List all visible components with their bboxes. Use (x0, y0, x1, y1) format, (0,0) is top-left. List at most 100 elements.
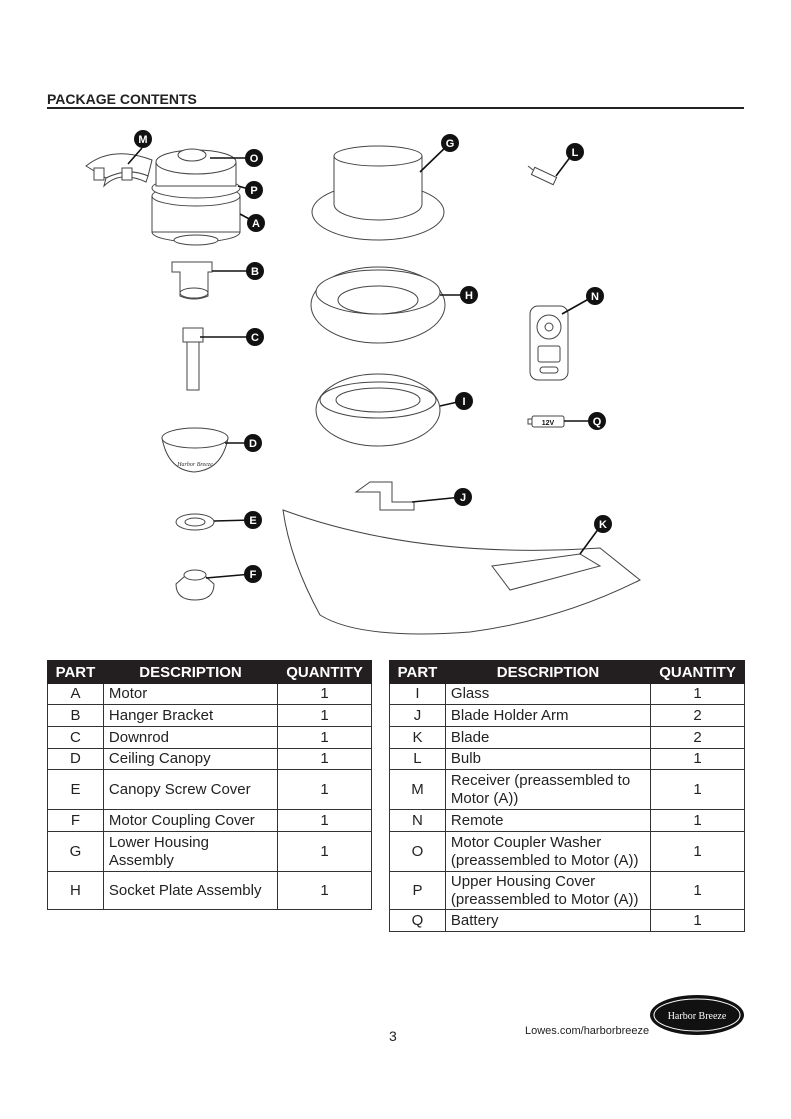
part-quantity: 1 (277, 683, 372, 705)
page-title: PACKAGE CONTENTS (47, 91, 197, 107)
part-quantity: 2 (650, 704, 745, 727)
part-letter: B (47, 704, 104, 727)
svg-text:M: M (138, 134, 147, 146)
glass-illustration (315, 373, 441, 447)
part-quantity: 1 (650, 871, 745, 910)
part-description: Canopy Screw Cover (102, 769, 279, 810)
part-quantity: 1 (277, 831, 372, 872)
part-description: Battery (444, 909, 652, 932)
callout-c: C (246, 328, 264, 346)
part-letter: K (389, 726, 446, 749)
part-letter: C (47, 726, 104, 749)
part-quantity: 1 (650, 809, 745, 832)
table-header-row: PART DESCRIPTION QUANTITY (389, 660, 745, 684)
column-header-part: PART (47, 660, 104, 684)
svg-text:Q: Q (593, 416, 602, 428)
socket-plate-illustration (310, 266, 446, 344)
part-letter: D (47, 748, 104, 770)
svg-text:C: C (251, 332, 259, 344)
part-quantity: 1 (277, 871, 372, 910)
svg-text:K: K (599, 519, 607, 531)
part-quantity: 1 (277, 726, 372, 749)
part-quantity: 2 (650, 726, 745, 749)
column-header-description: DESCRIPTION (444, 660, 652, 684)
svg-text:O: O (250, 153, 259, 165)
ceiling-canopy-illustration: Harbor Breeze (161, 427, 229, 473)
svg-text:L: L (572, 147, 579, 159)
callout-p: P (245, 181, 263, 199)
svg-text:A: A (252, 218, 260, 230)
part-description: Socket Plate Assembly (102, 871, 279, 910)
svg-text:E: E (249, 515, 256, 527)
part-letter: F (47, 809, 104, 832)
svg-text:P: P (250, 185, 257, 197)
svg-text:I: I (462, 396, 465, 408)
part-description: Bulb (444, 748, 652, 770)
harbor-breeze-logo: Harbor Breeze (650, 995, 744, 1035)
svg-text:J: J (460, 492, 466, 504)
part-description: Downrod (102, 726, 279, 749)
part-quantity: 1 (277, 704, 372, 727)
part-quantity: 1 (277, 748, 372, 770)
callout-g: G (441, 134, 459, 152)
callout-d: D (244, 434, 262, 452)
callout-b: B (246, 262, 264, 280)
callout-q: Q (588, 412, 606, 430)
part-letter: O (389, 831, 446, 872)
callout-m: M (134, 130, 152, 148)
part-letter: N (389, 809, 446, 832)
part-letter: J (389, 704, 446, 727)
canopy-brand-mark: Harbor Breeze (176, 462, 213, 468)
part-description: Motor Coupling Cover (102, 809, 279, 832)
part-quantity: 1 (650, 769, 745, 810)
part-description: Glass (444, 683, 652, 705)
parts-diagram: Harbor Breeze (85, 130, 641, 635)
battery-label: 12V (542, 420, 555, 427)
downrod-illustration (182, 327, 204, 391)
svg-text:N: N (591, 291, 599, 303)
brand-logo-text: Harbor Breeze (668, 1011, 727, 1022)
part-description: Blade Holder Arm (444, 704, 652, 727)
part-description: Ceiling Canopy (102, 748, 279, 770)
motor-illustration (151, 148, 241, 246)
part-quantity: 1 (650, 683, 745, 705)
motor-coupling-cover-illustration (175, 569, 215, 601)
part-letter: G (47, 831, 104, 872)
callout-h: H (460, 286, 478, 304)
column-header-description: DESCRIPTION (102, 660, 279, 684)
part-letter: I (389, 683, 446, 705)
column-header-part: PART (389, 660, 446, 684)
part-description: Hanger Bracket (102, 704, 279, 727)
part-letter: E (47, 769, 104, 810)
part-description: Remote (444, 809, 652, 832)
svg-text:H: H (465, 290, 473, 302)
blade-holder-arm-illustration (354, 481, 415, 511)
svg-text:G: G (446, 138, 455, 150)
svg-text:F: F (250, 569, 257, 581)
callout-i: I (455, 392, 473, 410)
battery-illustration: 12V (527, 415, 565, 428)
part-description: Receiver (preassembled to Motor (A)) (444, 769, 652, 810)
column-header-quantity: QUANTITY (650, 660, 745, 684)
hanger-bracket-illustration (171, 261, 213, 300)
website-link[interactable]: Lowes.com/harborbreeze (525, 1025, 650, 1037)
receiver-illustration (85, 153, 153, 188)
part-letter: H (47, 871, 104, 910)
part-description: Blade (444, 726, 652, 749)
